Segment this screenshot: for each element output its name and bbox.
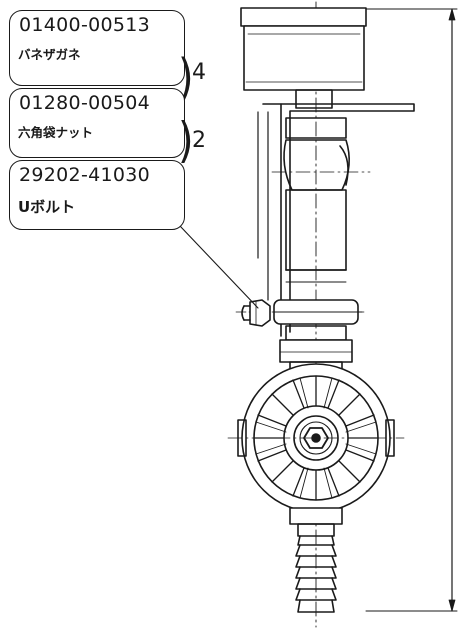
cap-nut bbox=[241, 299, 271, 327]
part-label-1: 01400-00513 バネザガネ bbox=[9, 10, 185, 86]
neck bbox=[295, 89, 333, 109]
ball-valve bbox=[227, 363, 405, 513]
hose-barb bbox=[289, 507, 343, 613]
quantity-brace: ) bbox=[178, 113, 194, 169]
part-label-3: 29202-41030 Uボルト bbox=[9, 160, 185, 230]
part-number: 29202-41030 bbox=[19, 164, 151, 186]
part-name: 六角袋ナット bbox=[18, 125, 94, 140]
part-name: バネザガネ bbox=[18, 47, 81, 62]
upper-fitting bbox=[271, 117, 371, 283]
part-name: Uボルト bbox=[18, 198, 76, 216]
quantity-label: 2 bbox=[192, 128, 206, 153]
height-dimension bbox=[365, 8, 458, 612]
quantity-label: 4 bbox=[192, 60, 206, 85]
part-number: 01400-00513 bbox=[19, 14, 151, 36]
leader-line bbox=[179, 225, 259, 309]
part-number: 01280-00504 bbox=[19, 92, 151, 114]
top-cap bbox=[240, 7, 367, 91]
clamp-band bbox=[235, 299, 365, 325]
part-label-2: 01280-00504 六角袋ナット bbox=[9, 88, 185, 158]
